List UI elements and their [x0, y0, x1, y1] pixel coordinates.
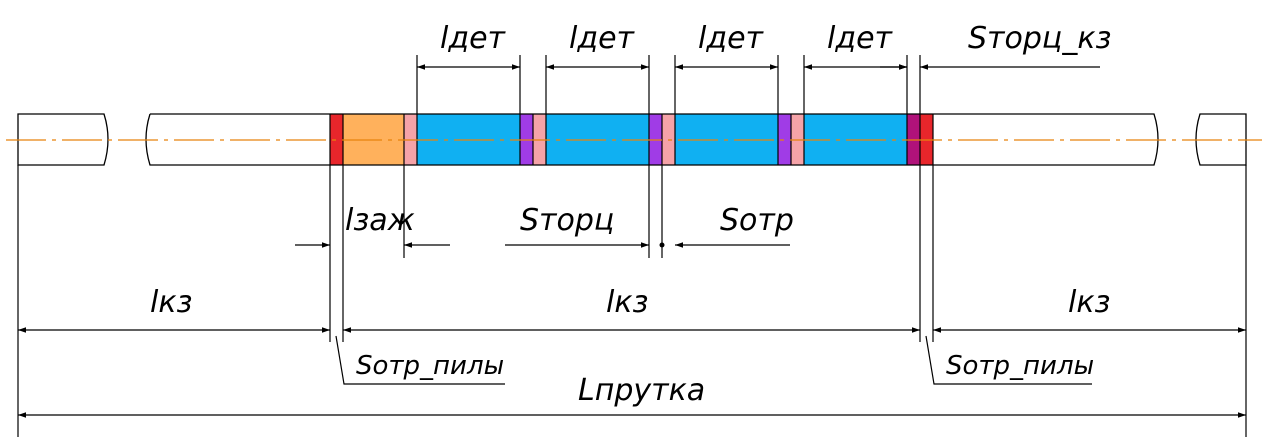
dim-l-prutka: Lпрутка: [18, 373, 1246, 418]
s-otr-label: Sотр: [720, 203, 794, 238]
top-extension-lines: [416, 55, 921, 114]
bar-left-stub: [17, 113, 109, 166]
leader-s-otr-pily-left: Sотр_пилы: [335, 335, 505, 385]
l-det-label: lдет: [698, 21, 765, 56]
l-det-label: lдет: [827, 21, 894, 56]
dim-l-det-1: lдет: [417, 21, 520, 70]
saw-gap-3: [778, 114, 791, 165]
l-zazh-label: lзаж: [345, 203, 415, 238]
dim-l-zazh: lзаж: [295, 203, 450, 248]
dim-l-kz-left: lкз: [18, 285, 330, 333]
leader-s-otr-pily-right: Sотр_пилы: [925, 335, 1094, 385]
l-kz-label: lкз: [150, 285, 192, 320]
l-det-label: lдет: [440, 21, 507, 56]
lower-extension-lines: [17, 165, 1247, 437]
l-det-label: lдет: [569, 21, 636, 56]
bar-right-segment: [933, 113, 1159, 166]
saw-cut-left: [330, 114, 343, 165]
dim-s-torts-kz: Sторц_кз: [880, 21, 1111, 70]
dim-l-kz-middle: lкз: [343, 285, 920, 333]
l-kz-label: lкз: [1068, 285, 1110, 320]
dim-s-otr: Sотр: [675, 203, 794, 248]
dim-l-det-4: lдет: [804, 21, 907, 70]
s-torts-kz-label: Sторц_кз: [968, 21, 1111, 56]
dim-l-det-2: lдет: [546, 21, 649, 70]
s-otr-pily-label: Sотр_пилы: [946, 351, 1094, 381]
dim-l-kz-right: lкз: [933, 285, 1246, 333]
dim-dot: [659, 242, 665, 248]
dim-s-torts: Sторц: [505, 203, 649, 248]
s-otr-pily-label: Sотр_пилы: [356, 351, 504, 381]
bar-left-segment: [145, 113, 330, 166]
l-prutka-label: Lпрутка: [578, 373, 705, 408]
s-torts-label: Sторц: [520, 203, 614, 238]
bar-right-stub: [1195, 113, 1247, 166]
dim-l-det-3: lдет: [675, 21, 778, 70]
l-kz-label: lкз: [606, 285, 648, 320]
